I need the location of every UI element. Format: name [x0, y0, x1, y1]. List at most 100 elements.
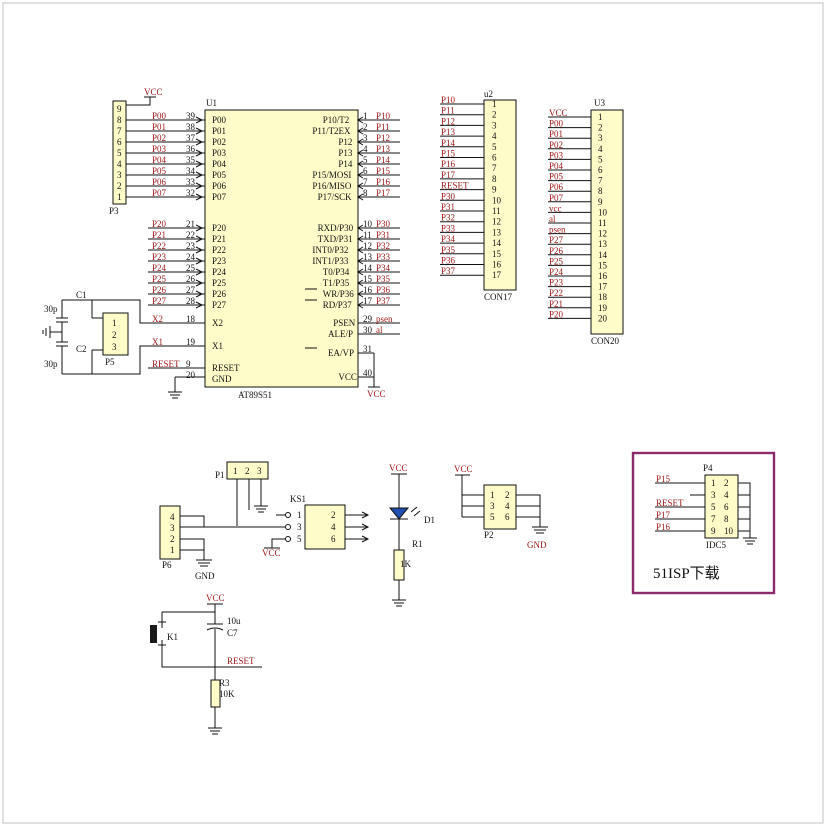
- crystal-circuit: C1 C2 30p 30p P5 123: [42, 290, 205, 375]
- u1-right-pin-name: P11/T2EX: [312, 126, 351, 136]
- u1-right-pin-number: 11: [363, 230, 372, 240]
- p4-pin-number-left: 1: [711, 478, 716, 488]
- p3-pin-number: 2: [117, 181, 122, 191]
- u3-net-label: P00: [549, 119, 564, 129]
- u3-net-label: P04: [549, 161, 564, 171]
- u1-left-net-label: RESET: [152, 359, 180, 369]
- u3-net-label: vcc: [549, 203, 562, 213]
- r1-value: 1K: [400, 559, 412, 569]
- u3-net-label: psen: [549, 225, 566, 235]
- u2-pin-number: 3: [492, 120, 497, 130]
- u1-left-pin-number: 19: [186, 337, 196, 347]
- u1-left-pin-arrow: [195, 246, 204, 254]
- u1-right-net-label: P15: [376, 166, 391, 176]
- p3-pin-number: 5: [117, 148, 122, 158]
- k1-ref: K1: [167, 632, 178, 642]
- u1-left-pin-name: GND: [212, 374, 232, 384]
- p4-pin-number-left: 5: [711, 502, 716, 512]
- u3-net-label: P03: [549, 150, 564, 160]
- p6-pin-3: 3: [170, 523, 175, 533]
- k1-contacts: [158, 621, 166, 646]
- u2-net-label: P13: [441, 127, 456, 137]
- u1-left-net-label: P00: [152, 111, 167, 121]
- p2-pin-3: 3: [490, 501, 495, 511]
- p5-ref: P5: [105, 357, 115, 367]
- p3-pin-number: 3: [117, 170, 122, 180]
- u1-right-net-label: psen: [376, 314, 393, 324]
- u1-left-pin-number: 23: [186, 241, 196, 251]
- c2-ref: C2: [76, 344, 87, 354]
- crystal-caps: [56, 300, 68, 374]
- u1-right-pin-name: P17/SCK: [318, 192, 353, 202]
- u1-left-pin-number: 25: [186, 263, 196, 273]
- ks1-pin-6: 6: [331, 534, 336, 544]
- u3-pin-number: 11: [598, 218, 607, 228]
- u1-right-pin-number: 5: [363, 155, 368, 165]
- u1-right-pin-name: P15/MOSI: [312, 170, 351, 180]
- u1-left-net-label: P23: [152, 252, 167, 262]
- p5-pin-number: 1: [112, 318, 117, 328]
- u1-left-pin-name: P05: [212, 170, 227, 180]
- u2-net-label: P10: [441, 95, 456, 105]
- u1-left-pin-number: 38: [186, 122, 196, 132]
- u1-right-pin-number: 4: [363, 144, 368, 154]
- c7-ref: C7: [227, 628, 238, 638]
- u3-pin-number: 7: [598, 176, 603, 186]
- isp-title: 51ISP下载: [653, 565, 720, 582]
- u1-left-pin-number: 28: [186, 296, 196, 306]
- p4-pin-number-left: 9: [711, 526, 716, 536]
- u1-left-net-label: P02: [152, 133, 166, 143]
- u1-left-pin-arrow: [195, 279, 204, 287]
- u3-ref: U3: [594, 98, 605, 108]
- p1-pin-3: 3: [257, 466, 262, 476]
- p2-pin-4: 4: [505, 501, 510, 511]
- vcc-label-bottom: VCC: [367, 389, 386, 399]
- u1-right-pin-arrow: [357, 235, 364, 243]
- u1-left-pin-name: P02: [212, 137, 226, 147]
- u2-net-label: P14: [441, 138, 456, 148]
- u1-left-pin-name: P01: [212, 126, 226, 136]
- p2-vcc: VCC: [454, 464, 473, 474]
- u2-net-label: P15: [441, 149, 456, 159]
- u1-left-net-label: P04: [152, 155, 167, 165]
- r1-ref: R1: [412, 539, 423, 549]
- u2-pin-number: 14: [492, 238, 502, 248]
- u1-right-pin-number: 2: [363, 122, 368, 132]
- p4-pin-number-right: 8: [724, 514, 729, 524]
- led-diode-icon: [388, 507, 410, 520]
- p6-body: [159, 505, 181, 560]
- u3-net-label: P21: [549, 299, 563, 309]
- u1-left-pin-name: P22: [212, 245, 226, 255]
- p2-body: [483, 484, 517, 530]
- u1-right-pin-name: RD/P37: [323, 300, 353, 310]
- u1-right-pin-arrow: [357, 171, 364, 179]
- u1-left-net-label: X2: [152, 314, 163, 324]
- reset-gnd: [208, 727, 222, 735]
- p4-body: [704, 474, 739, 539]
- u2-pin-number: 9: [492, 185, 497, 195]
- header-p1: P1 1 2 3: [215, 461, 269, 526]
- u1-right-pin-name: P12: [338, 137, 352, 147]
- u1-left-net-label: P20: [152, 219, 167, 229]
- p2-left-wires: [455, 474, 484, 518]
- crystal-wires: [62, 299, 205, 375]
- u1-left-pin-name: P07: [212, 192, 227, 202]
- u1-right-pin-name: RXD/P30: [318, 223, 354, 233]
- u2-net-label: P30: [441, 191, 456, 201]
- u1-right-net-label: P35: [376, 274, 391, 284]
- k1-button-icon[interactable]: [150, 625, 157, 643]
- u1-right-net-label: P14: [376, 155, 391, 165]
- u3-pin-number: 17: [598, 282, 608, 292]
- u2-net-label: P31: [441, 202, 455, 212]
- u3-pin-number: 14: [598, 250, 608, 260]
- u1-right-pin-number: 30: [363, 325, 373, 335]
- p3-pin-number: 6: [117, 137, 122, 147]
- u1-left-pin-arrow: [195, 290, 204, 298]
- u3-net-label: P02: [549, 140, 563, 150]
- u1-left-net-label: P25: [152, 274, 167, 284]
- u3-pin-number: 12: [598, 229, 607, 239]
- p4-pin-number-left: 7: [711, 514, 716, 524]
